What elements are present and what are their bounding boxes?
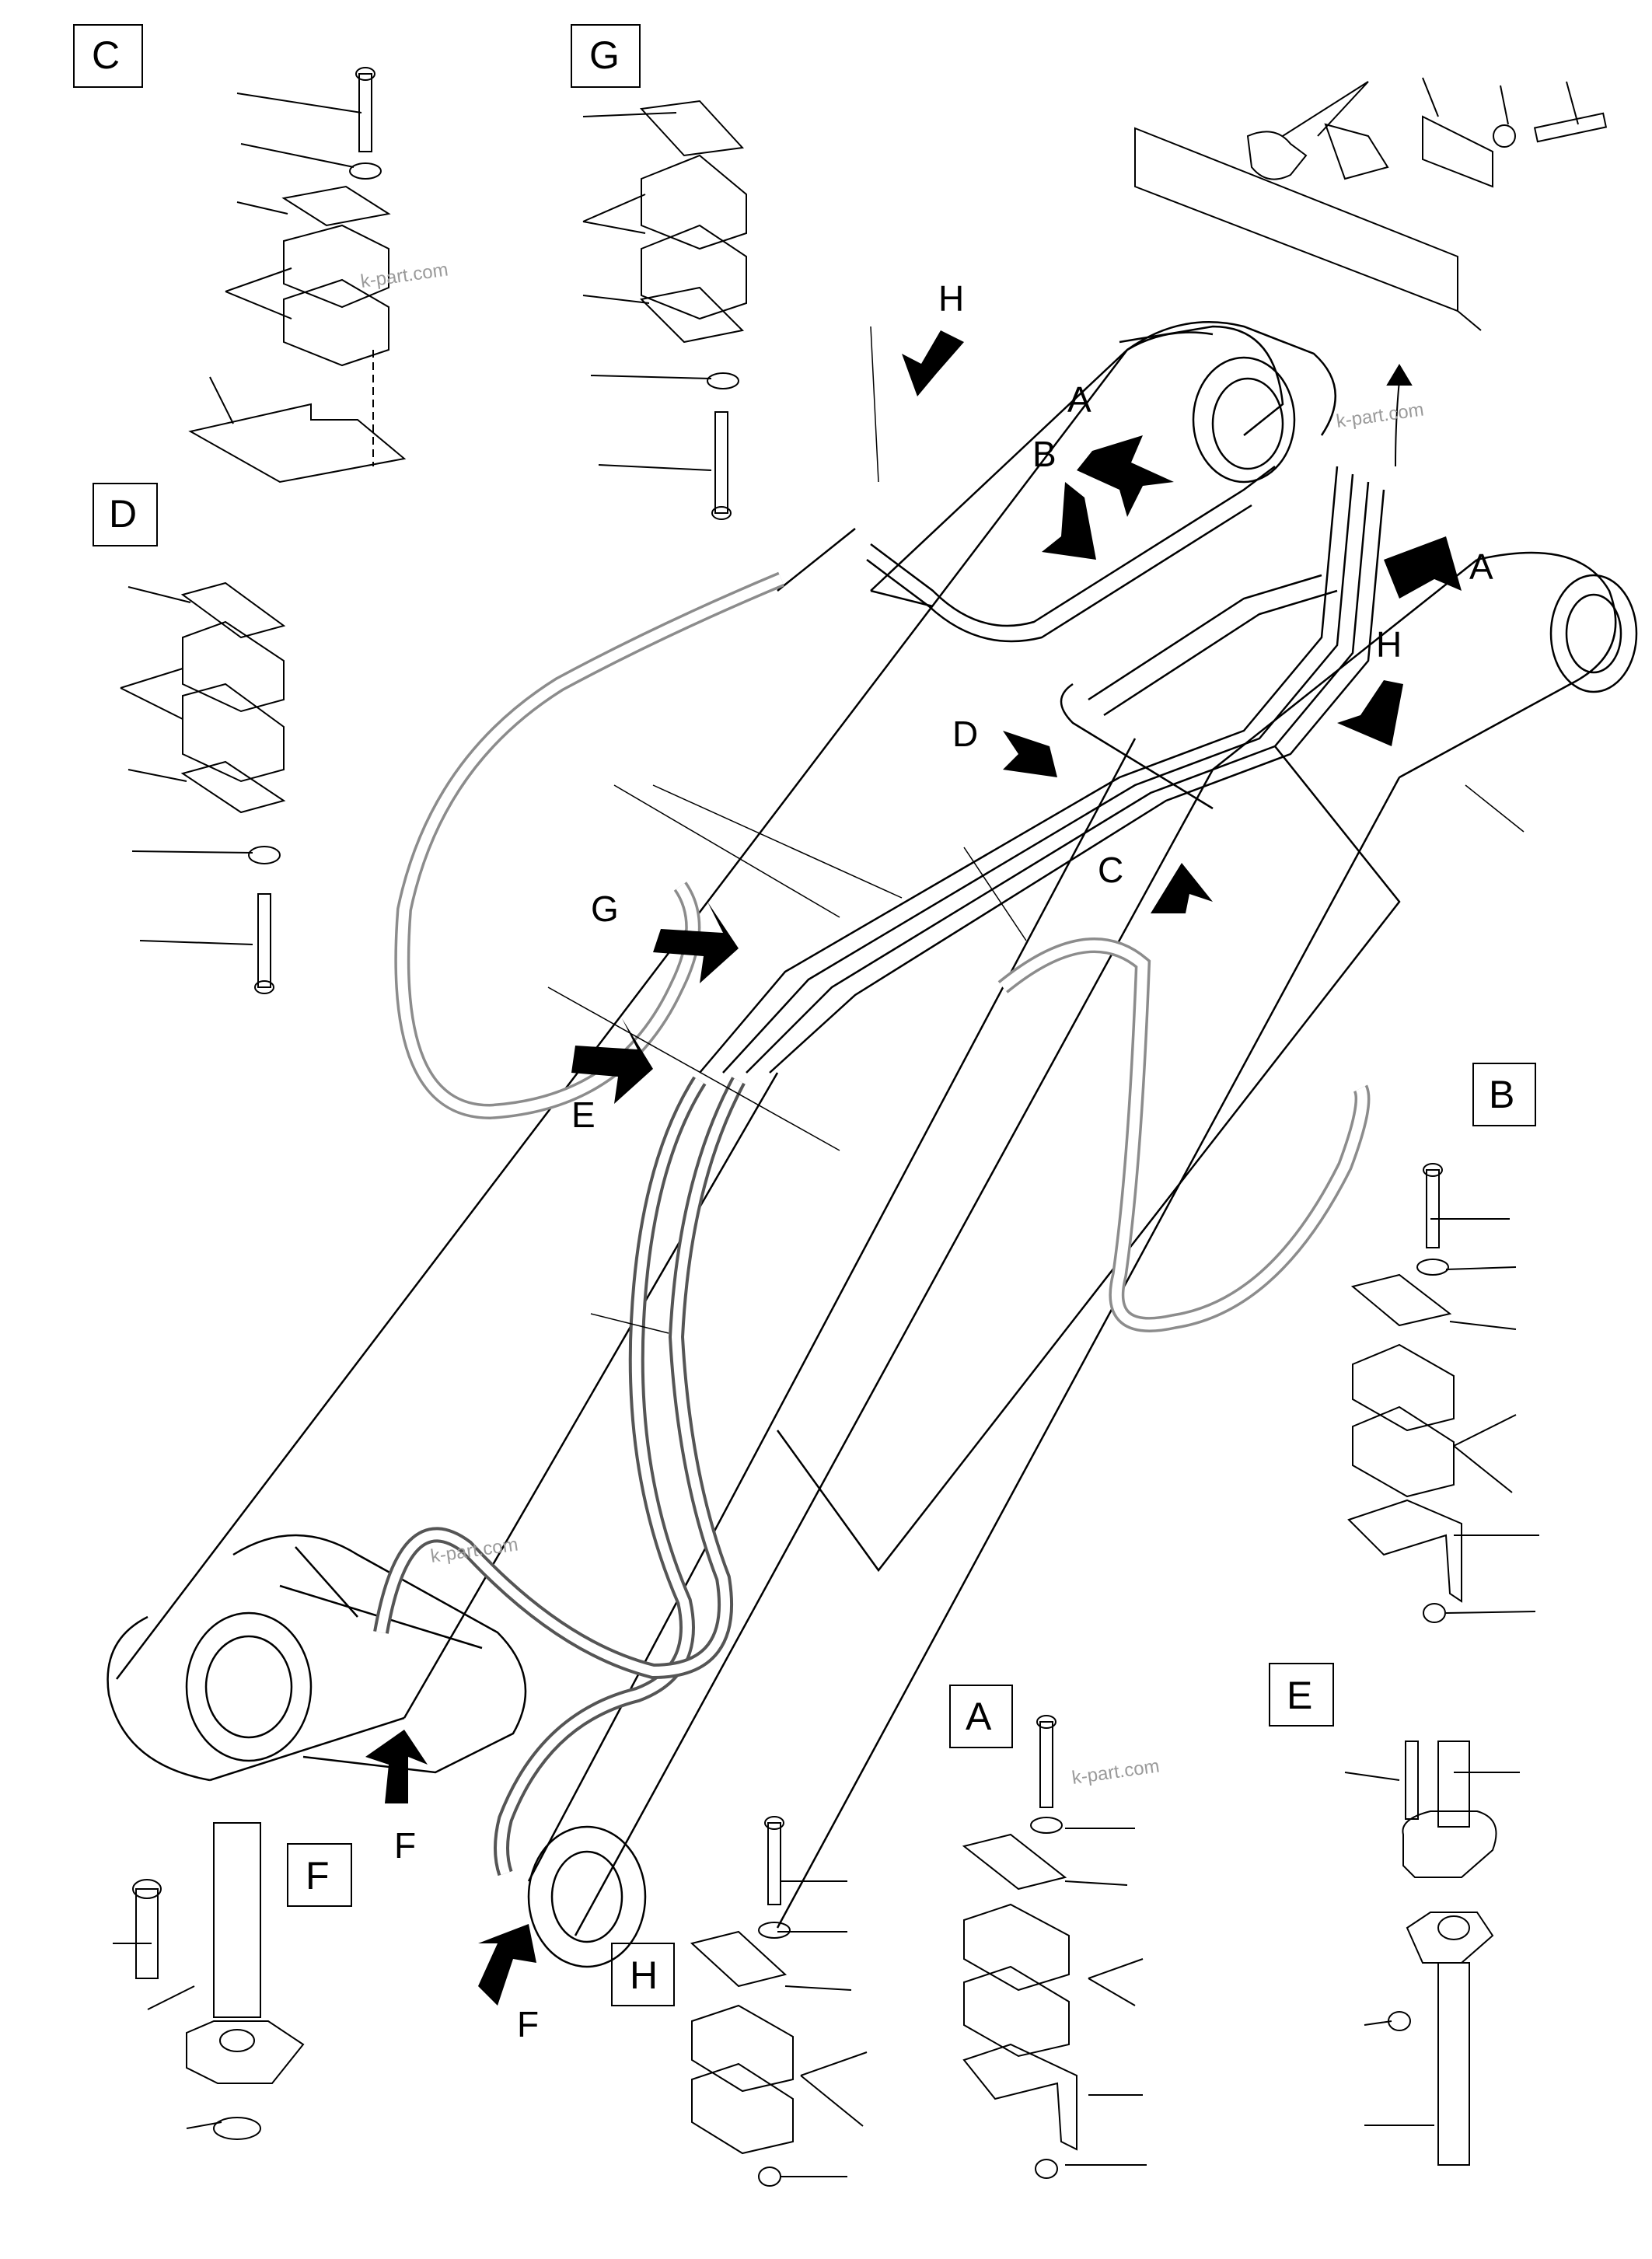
arrow-label-b: B	[1032, 434, 1057, 474]
main-hose-pair	[373, 1076, 746, 1877]
arrow-label-g: G	[591, 889, 619, 929]
guard-plate-group	[1134, 77, 1608, 467]
view-c-label-box	[73, 24, 143, 88]
view-a-label: A	[966, 1695, 992, 1738]
view-g-label-box	[571, 24, 641, 88]
watermark: k-part.com	[1070, 1755, 1161, 1789]
view-d-label: D	[109, 492, 137, 536]
detail-view-b	[1347, 1063, 1539, 1623]
detail-view-e	[1269, 1663, 1520, 2166]
right-loop-hose	[997, 937, 1371, 1332]
arrow-label-c: C	[1098, 850, 1123, 890]
view-d-label-box	[93, 483, 158, 546]
detail-view-f	[113, 1822, 352, 2140]
arrow-label-a-right: A	[1469, 546, 1493, 587]
black-arrows	[365, 330, 1462, 2006]
arrow-label-f-left: F	[394, 1825, 416, 1866]
view-b-label: B	[1489, 1073, 1514, 1116]
detail-view-h	[611, 1816, 868, 2187]
view-b-label-box	[1472, 1063, 1536, 1126]
arrow-label-h-top: H	[938, 278, 964, 319]
watermark: k-part.com	[359, 259, 449, 292]
boom-pipes	[699, 466, 1385, 1074]
detail-view-a	[949, 1685, 1147, 2179]
view-g-label: G	[589, 33, 620, 77]
detail-view-c	[73, 24, 407, 484]
view-e-label-box	[1269, 1663, 1334, 1727]
view-a-label-box	[949, 1685, 1013, 1748]
leader-lines	[547, 326, 1525, 1334]
arrow-label-e: E	[571, 1095, 595, 1135]
view-f-label-box	[287, 1843, 352, 1907]
detail-view-d	[93, 483, 286, 994]
view-h-label-box	[611, 1943, 675, 2006]
arrow-label-f-right: F	[517, 2004, 539, 2044]
arrow-label-h-right: H	[1376, 624, 1402, 665]
view-c-label: C	[92, 33, 120, 77]
detail-view-g	[571, 24, 747, 520]
watermark: k-part.com	[1335, 399, 1425, 432]
arrow-label-d: D	[952, 714, 978, 754]
arrow-label-a-top: A	[1067, 379, 1091, 420]
view-f-label: F	[306, 1854, 330, 1898]
view-e-label: E	[1287, 1674, 1312, 1717]
left-loop-hose	[394, 571, 784, 1120]
view-h-label: H	[630, 1953, 658, 1997]
